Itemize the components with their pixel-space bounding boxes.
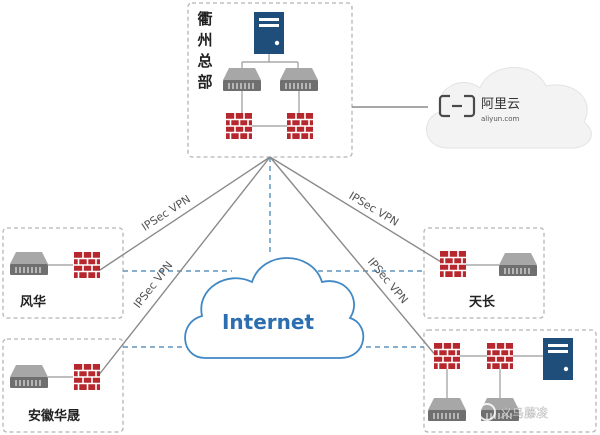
fenghua-firewall-icon xyxy=(73,251,101,279)
aliyun-domain-text: aliyun.com xyxy=(481,115,520,123)
internet-cloud: Internet xyxy=(184,257,365,359)
aliyun-cloud: 阿里云 aliyun.com xyxy=(426,67,592,149)
vpn-line-yiwu xyxy=(269,156,443,364)
vpn-line-anhui xyxy=(97,156,271,377)
hq-router-left-icon xyxy=(222,67,262,92)
anhui-router-icon xyxy=(9,364,49,389)
anhui-label: 安徽华晟 xyxy=(28,408,80,424)
anhui-firewall-icon xyxy=(73,363,101,391)
aliyun-brand-text: 阿里云 xyxy=(481,97,520,112)
hq-label-char-2: 州 xyxy=(196,31,212,49)
aliyun-logo-icon xyxy=(438,92,476,120)
hq-firewall-left-icon xyxy=(225,112,253,140)
tianchang-label: 天长 xyxy=(469,294,496,310)
fenghua-router-icon xyxy=(9,251,49,276)
hq-label-char-3: 总 xyxy=(197,52,212,70)
yiwu-router-left-icon xyxy=(427,397,467,422)
hq-firewall-right-icon xyxy=(286,112,314,140)
internet-label: Internet xyxy=(222,310,314,334)
hq-router-right-icon xyxy=(279,67,319,92)
tianchang-firewall-icon xyxy=(439,250,467,278)
vpn-line-tianchang xyxy=(269,156,447,266)
watermark-text: 义乌藤凌 xyxy=(500,405,548,420)
vpn-tunnels xyxy=(97,156,447,377)
hq-label-char-1: 衢 xyxy=(197,10,212,28)
yiwu-server-icon xyxy=(543,338,573,380)
hq-server-icon xyxy=(254,12,284,54)
tianchang-site-box xyxy=(423,227,545,319)
tianchang-router-icon xyxy=(498,252,538,277)
yiwu-site-box xyxy=(423,329,597,433)
anhui-site-box xyxy=(2,338,124,433)
yiwu-firewall-right-icon xyxy=(486,342,514,370)
yiwu-firewall-left-icon xyxy=(433,342,461,370)
fenghua-site-box xyxy=(2,227,124,319)
watermark: 义乌藤凌 xyxy=(478,403,548,421)
internet-links xyxy=(123,157,424,348)
hq-label-char-4: 部 xyxy=(197,73,212,91)
vpn-line-fenghua xyxy=(99,156,271,271)
fenghua-label: 风华 xyxy=(20,294,46,310)
